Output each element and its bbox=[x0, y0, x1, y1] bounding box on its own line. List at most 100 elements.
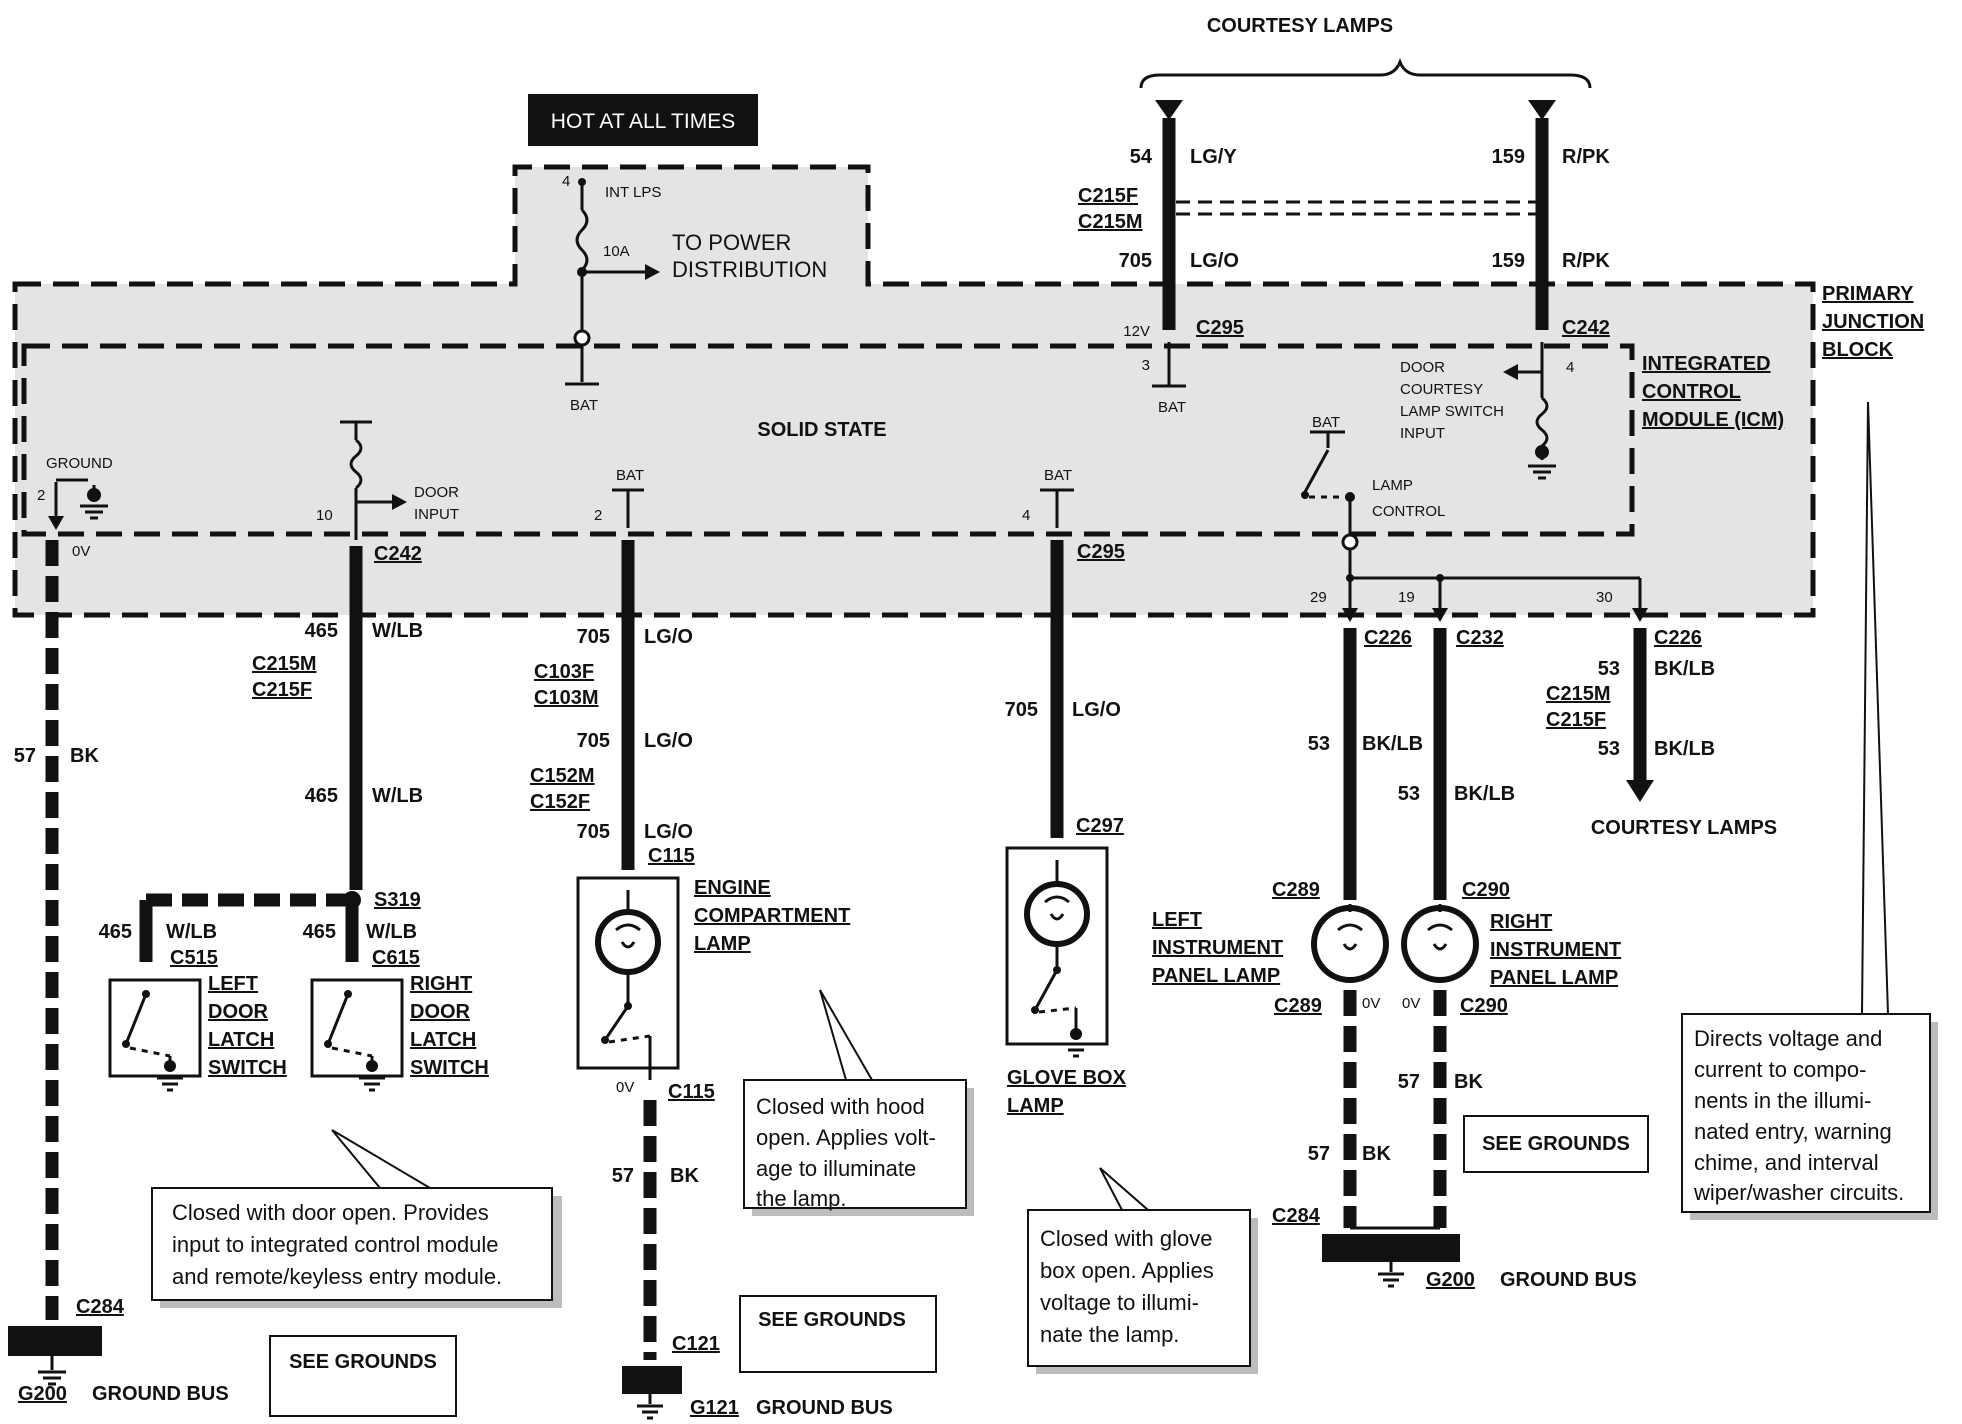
glove-circuit-a: 705 bbox=[1005, 699, 1038, 721]
module-shading bbox=[15, 167, 1813, 615]
engine-ground-bus: GROUND BUS bbox=[756, 1397, 893, 1419]
tl-circuit-b: 705 bbox=[1119, 250, 1152, 272]
tr-circuit-b: 159 bbox=[1492, 250, 1525, 272]
engine-gnd-circuit: 57 bbox=[612, 1165, 634, 1187]
note-icm-line3: nents in the illumi- bbox=[1694, 1088, 1871, 1113]
see-grounds-2: SEE GROUNDS bbox=[758, 1309, 906, 1331]
ip-ground: G200 bbox=[1426, 1269, 1475, 1291]
door-circuit-a: 465 bbox=[305, 620, 338, 642]
note-hood-callout bbox=[743, 989, 974, 1216]
fuse-name: INT LPS bbox=[605, 184, 661, 201]
ip-c215f: C215F bbox=[1546, 709, 1606, 731]
gl-color: BK bbox=[70, 745, 99, 767]
fuse-circuit bbox=[565, 178, 660, 386]
ip-gnd-conn: C284 bbox=[1272, 1205, 1321, 1227]
ip-ground-bus: GROUND BUS bbox=[1500, 1269, 1637, 1291]
door-courtesy-line4: INPUT bbox=[1400, 425, 1445, 442]
c215-dashes bbox=[1176, 200, 1536, 216]
tr-color-b: R/PK bbox=[1562, 250, 1610, 272]
to-power-line1: TO POWER bbox=[672, 230, 791, 255]
door-connector: C242 bbox=[374, 543, 422, 565]
tl-color-a: LG/Y bbox=[1190, 146, 1237, 168]
door-input-line2: INPUT bbox=[414, 506, 459, 523]
tr-circuit-a: 159 bbox=[1492, 146, 1525, 168]
engine-circuit bbox=[576, 488, 682, 1420]
engine-gnd-color: BK bbox=[670, 1165, 699, 1187]
ip-circuit-b: 53 bbox=[1398, 783, 1420, 805]
courtesy-lamps-brace bbox=[1139, 57, 1592, 89]
lamp-control-line2: CONTROL bbox=[1372, 503, 1445, 520]
tl-color-b: LG/O bbox=[1190, 250, 1239, 272]
right-ip-lamp-line1: RIGHT bbox=[1490, 911, 1552, 933]
door-c215m: C215M bbox=[252, 653, 316, 675]
note-door-line3: and remote/keyless entry module. bbox=[172, 1264, 502, 1289]
note-icm-line4: nated entry, warning bbox=[1694, 1119, 1892, 1144]
tl-pin: 3 bbox=[1142, 357, 1150, 374]
ip-color-b: BK/LB bbox=[1454, 783, 1515, 805]
note-glove-line4: nate the lamp. bbox=[1040, 1322, 1179, 1347]
note-icm-line5: chime, and interval bbox=[1694, 1150, 1879, 1175]
note-hood-line2: open. Applies volt- bbox=[756, 1125, 936, 1150]
c215m-top: C215M bbox=[1078, 211, 1142, 233]
lamp-control-bat: BAT bbox=[1312, 414, 1340, 431]
engine-circuit-b: 705 bbox=[577, 730, 610, 752]
icm-line2: CONTROL bbox=[1642, 381, 1741, 403]
hot-at-all-times-label: HOT AT ALL TIMES bbox=[551, 110, 735, 133]
glove-pin: 4 bbox=[1022, 507, 1030, 524]
door-circuit-l: 465 bbox=[99, 921, 132, 943]
left-ip-conn-top: C289 bbox=[1272, 879, 1320, 901]
note-glove-line3: voltage to illumi- bbox=[1040, 1290, 1199, 1315]
note-icm-line2: current to compo- bbox=[1694, 1057, 1866, 1082]
right-ip-lamp-line2: INSTRUMENT bbox=[1490, 939, 1621, 961]
c215f-top: C215F bbox=[1078, 185, 1138, 207]
door-color-a: W/LB bbox=[372, 620, 423, 642]
glove-circuit bbox=[1005, 488, 1109, 1058]
right-door-line1: RIGHT bbox=[410, 973, 472, 995]
door-left-conn: C515 bbox=[170, 947, 218, 969]
pjb-line3: BLOCK bbox=[1822, 339, 1894, 361]
ip-conn-c: C226 bbox=[1654, 627, 1702, 649]
note-icm-line6: wiper/washer circuits. bbox=[1693, 1180, 1904, 1205]
ip-pin-a: 29 bbox=[1310, 589, 1327, 606]
note-hood-line4: the lamp. bbox=[756, 1186, 847, 1211]
engine-voltage: 0V bbox=[616, 1079, 634, 1096]
glove-bat: BAT bbox=[1044, 467, 1072, 484]
right-ip-conn-top: C290 bbox=[1462, 879, 1510, 901]
engine-conn-bot: C115 bbox=[668, 1081, 715, 1103]
tr-connector: C242 bbox=[1562, 317, 1610, 339]
engine-conn-top: C115 bbox=[648, 845, 695, 867]
door-color-b: W/LB bbox=[372, 785, 423, 807]
ip-color-d: BK/LB bbox=[1654, 738, 1715, 760]
door-circuit-r: 465 bbox=[303, 921, 336, 943]
ip-pin-c: 30 bbox=[1596, 589, 1613, 606]
courtesy-lamps-bottom: COURTESY LAMPS bbox=[1591, 817, 1777, 839]
right-door-line2: DOOR bbox=[410, 1001, 471, 1023]
engine-color-c: LG/O bbox=[644, 821, 693, 843]
note-hood-line1: Closed with hood bbox=[756, 1094, 925, 1119]
lamp-control-switch bbox=[1301, 430, 1640, 582]
left-door-line3: LATCH bbox=[208, 1029, 274, 1051]
ip-color-c: BK/LB bbox=[1654, 658, 1715, 680]
ip-circuits bbox=[1311, 578, 1654, 1288]
right-ip-voltage: 0V bbox=[1402, 995, 1420, 1012]
note-glove-line1: Closed with glove bbox=[1040, 1226, 1212, 1251]
engine-pin: 2 bbox=[594, 507, 602, 524]
door-circuit-b: 465 bbox=[305, 785, 338, 807]
gl-voltage: 0V bbox=[72, 543, 90, 560]
top-right-wire bbox=[1528, 100, 1556, 330]
to-power-line2: DISTRIBUTION bbox=[672, 257, 827, 282]
ground-left-circuit bbox=[8, 478, 108, 1386]
glove-lamp-line1: GLOVE BOX bbox=[1007, 1067, 1127, 1089]
glove-connector: C295 bbox=[1077, 541, 1125, 563]
gl-ground: G200 bbox=[18, 1383, 67, 1405]
note-icm-callout bbox=[1681, 401, 1938, 1220]
right-ip-lamp-line3: PANEL LAMP bbox=[1490, 967, 1618, 989]
ip-conn-b: C232 bbox=[1456, 627, 1504, 649]
left-door-latch-switch bbox=[108, 978, 202, 1092]
ip-conn-a: C226 bbox=[1364, 627, 1412, 649]
gl-ground-bus: GROUND BUS bbox=[92, 1383, 229, 1405]
tl-bat: BAT bbox=[1158, 399, 1186, 416]
ip-gnd-circuit-a: 57 bbox=[1308, 1143, 1330, 1165]
left-ip-conn-bot: C289 bbox=[1274, 995, 1322, 1017]
